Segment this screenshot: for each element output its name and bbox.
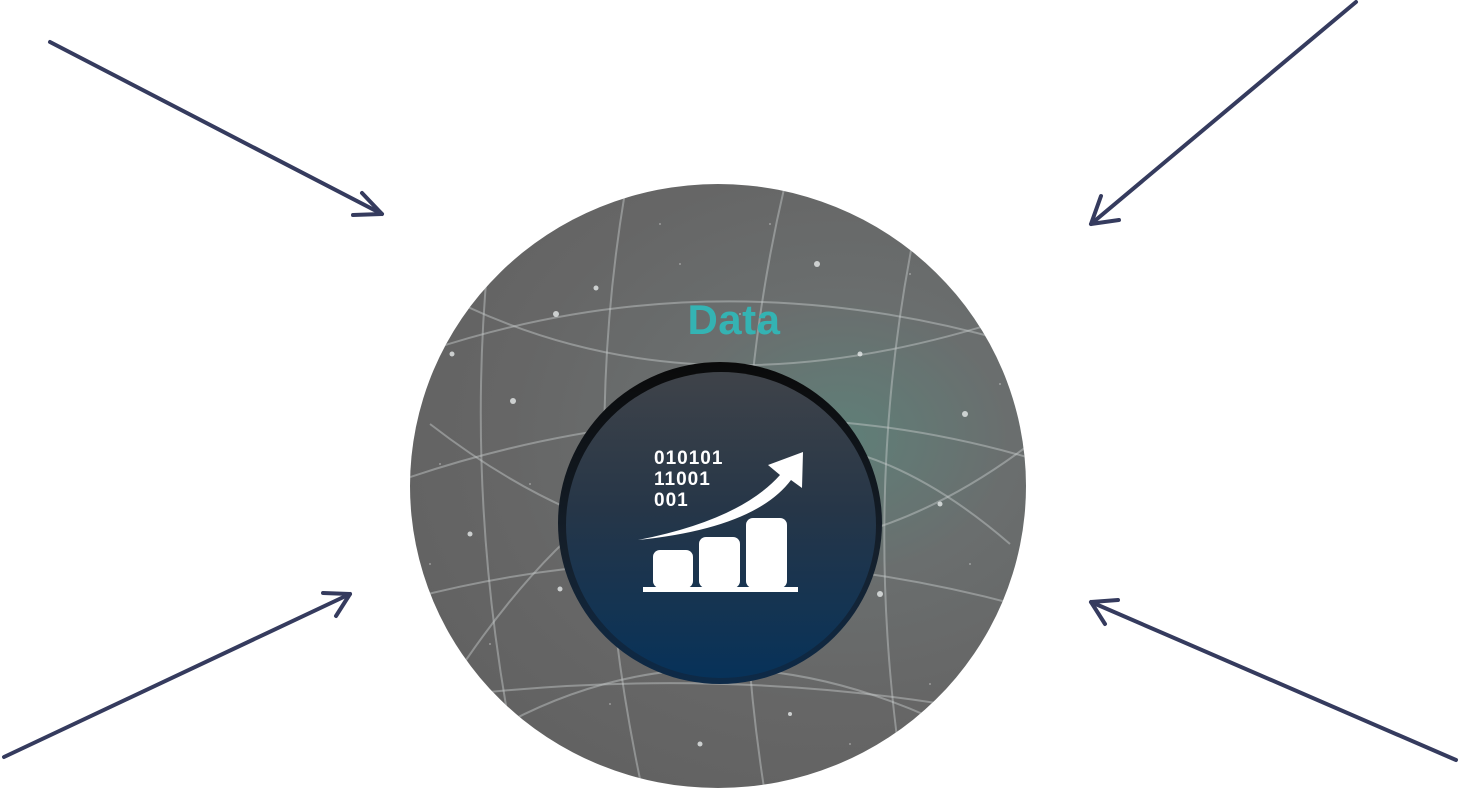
center-title: Data [687,296,781,343]
inner-circle [566,372,876,678]
binary-line: 11001 [654,469,711,490]
binary-line: 010101 [654,448,724,469]
binary-line: 001 [654,490,689,511]
data-growth-chart-icon [638,452,803,592]
binary-digits: 010101 11001 001 [654,448,723,511]
arrow-bottom-left [2,591,352,759]
arrow-top-left [48,40,384,217]
arrow-bottom-right [1089,598,1458,762]
arrow-top-right [1089,0,1358,226]
